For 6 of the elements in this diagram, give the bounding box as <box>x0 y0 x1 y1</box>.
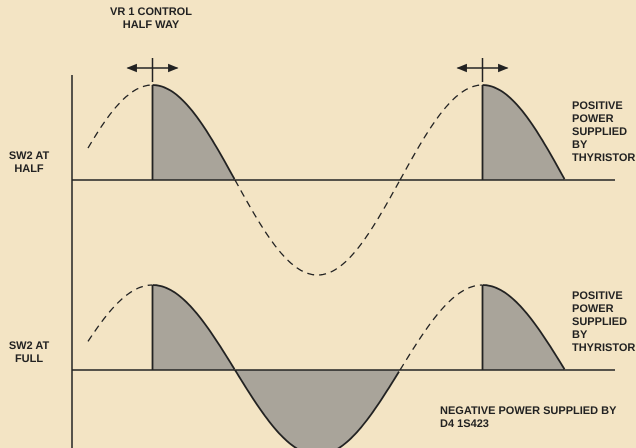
annotation-text: VR 1 CONTROL HALF WAY <box>109 6 193 32</box>
annotation-text: NEGATIVE POWER SUPPLIED BY D4 1S423 <box>440 405 618 431</box>
annotation-text: POSITIVE POWER SUPPLIED BY THYRISTOR <box>572 290 636 355</box>
trace-label: SW2 AT FULL <box>8 340 50 366</box>
annotation-text: POSITIVE POWER SUPPLIED BY THYRISTOR <box>572 100 636 165</box>
trace-label: SW2 AT HALF <box>8 150 50 176</box>
